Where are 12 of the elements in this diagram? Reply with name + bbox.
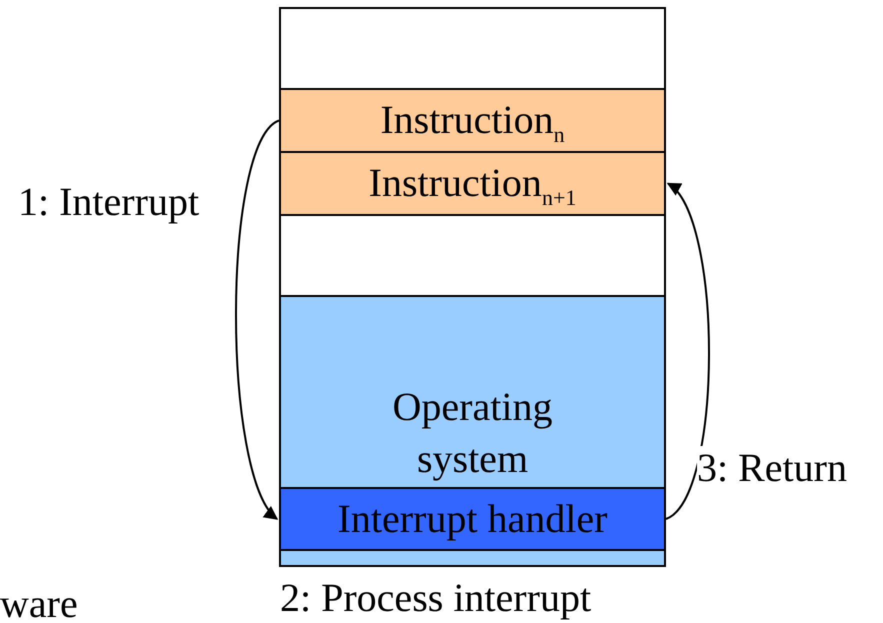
memory-band	[279, 487, 666, 551]
memory-band	[279, 88, 666, 153]
curved-arrow	[665, 182, 710, 520]
memory-band	[279, 7, 666, 90]
band-label: Instruction$_{n}$	[379, 100, 566, 149]
band-label: Interrupt handler	[336, 499, 608, 539]
memory-band	[279, 295, 666, 567]
band-label: Instruction$_{n+1}$	[368, 163, 578, 212]
band-label: Operating system	[392, 383, 554, 483]
memory-band	[279, 214, 666, 297]
memory-band	[279, 151, 666, 216]
curved-arrow	[235, 120, 280, 520]
